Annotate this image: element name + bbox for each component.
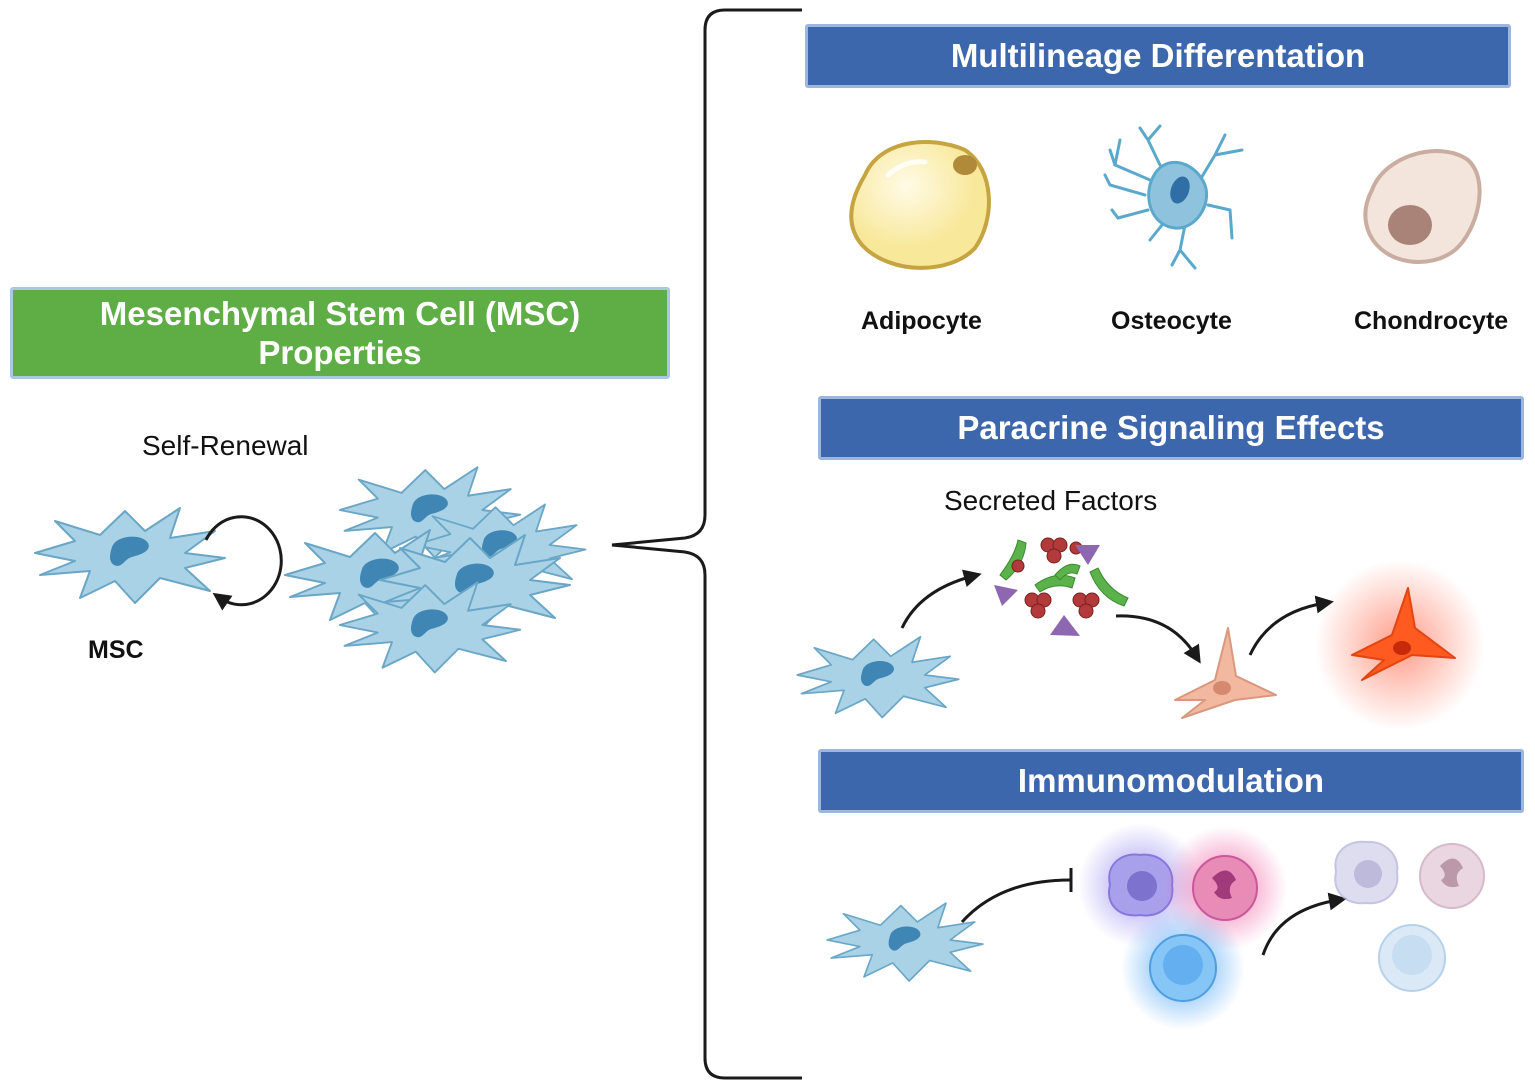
self-renewal-arrow-icon <box>204 515 283 611</box>
inhibition-arrow-icon <box>960 878 1071 924</box>
multilineage-header: Multilineage Differentation <box>805 24 1511 88</box>
activated-cell-icon <box>1315 560 1485 730</box>
secreted-factors-icon <box>994 537 1129 636</box>
osteocyte-icon <box>1103 124 1244 270</box>
immunomodulation-title: Immunomodulation <box>1017 762 1325 799</box>
msc-cell-icon <box>34 507 226 604</box>
target-cell-icon <box>1174 627 1277 719</box>
immunomodulation-header: Immunomodulation <box>818 749 1524 813</box>
msc-properties-title-line1: Mesenchymal Stem Cell (MSC) <box>99 295 581 332</box>
immune-cells-suppressed-icon <box>1334 840 1485 992</box>
multilineage-title: Multilineage Differentation <box>950 37 1366 74</box>
msc-cluster-icon <box>284 466 587 674</box>
arrow-icon <box>1248 595 1334 656</box>
msc-cell-icon <box>796 635 960 719</box>
msc-properties-header: Mesenchymal Stem Cell (MSC) Properties <box>10 287 670 379</box>
msc-cell-icon <box>826 902 984 982</box>
paracrine-header: Paracrine Signaling Effects <box>818 396 1524 460</box>
arrow-icon <box>1115 614 1201 664</box>
grouping-brace <box>611 8 802 1080</box>
chondrocyte-label: Chondrocyte <box>1354 307 1509 335</box>
immune-cells-active-icon <box>1078 823 1287 1030</box>
arrow-icon <box>1261 892 1347 956</box>
adipocyte-icon <box>849 140 991 270</box>
msc-label: MSC <box>88 636 144 664</box>
osteocyte-label: Osteocyte <box>1111 307 1232 335</box>
msc-properties-title-line2: Properties <box>258 334 422 371</box>
chondrocyte-icon <box>1363 149 1482 264</box>
adipocyte-label: Adipocyte <box>861 307 982 335</box>
paracrine-title: Paracrine Signaling Effects <box>957 409 1385 446</box>
self-renewal-label: Self-Renewal <box>142 430 309 461</box>
secreted-factors-label: Secreted Factors <box>944 485 1158 516</box>
arrow-icon <box>900 569 982 629</box>
